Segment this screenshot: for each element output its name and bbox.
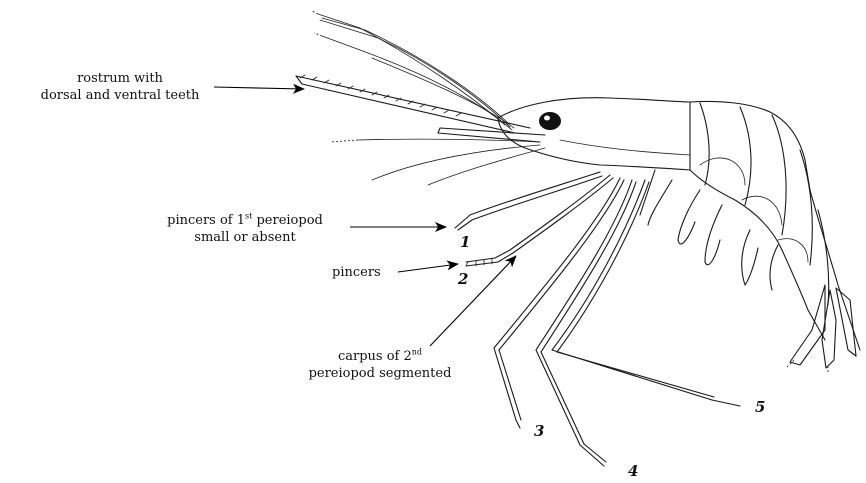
pincers-label: pincers [332,265,381,280]
pereiopod-number-3: 3 [534,422,545,440]
rostrum [295,74,531,134]
pereiopod-2 [465,174,614,267]
pereiopod-number-4: 4 [628,462,639,480]
pincers-first-label-line1: pincers of 1st pereiopod [167,211,323,228]
rostrum-label: rostrum with dorsal and ventral teeth [30,70,210,104]
pereiopod-number-1: 1 [460,233,471,251]
carpus-label-line1: carpus of 2nd [337,347,423,364]
pincers-first-label: pincers of 1st pereiopod small or absent [140,212,350,246]
pereiopod-4 [535,179,637,467]
abdomen [689,100,861,351]
carapace [497,97,691,171]
carpus-label: carpus of 2nd pereiopod segmented [300,348,460,382]
eye-icon [539,112,561,130]
rostrum-label-line1: rostrum with [77,71,163,86]
tail-fan [785,284,857,374]
pereiopod-3 [493,177,625,429]
pereiopod-number-2: 2 [458,270,469,288]
pincers-first-label-line2: small or absent [194,230,296,245]
annotation-arrows [213,83,517,347]
antennal-scale [329,127,546,186]
rostrum-arrow [213,83,305,94]
pincers-arrow [397,260,459,273]
pereiopod-number-5: 5 [755,398,766,416]
pleopods [639,169,779,291]
rostrum-label-line2: dorsal and ventral teeth [40,88,200,103]
pereiopod-5 [551,179,741,407]
pereiopod-1 [454,171,603,231]
antennae [311,10,515,131]
carpus-arrow [429,255,517,347]
carpus-label-line2: pereiopod segmented [308,366,452,381]
